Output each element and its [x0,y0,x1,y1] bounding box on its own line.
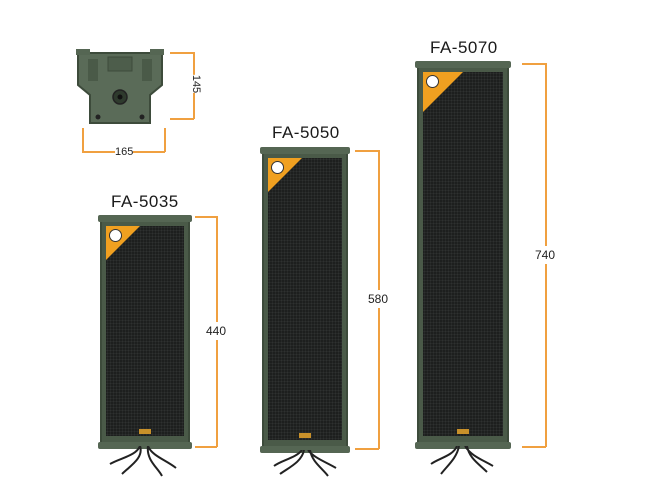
speaker-cable-large [430,446,494,475]
model-badge [139,429,151,434]
speaker-small [98,215,192,449]
speaker-large [415,61,511,449]
height-top-tick-large [522,63,546,65]
height-bottom-tick-small [195,446,217,448]
height-label-medium: 580 [368,290,389,308]
speaker-cable-medium [273,450,337,477]
model-label-small: FA-5035 [111,192,179,211]
bracket-icon [76,49,164,124]
speaker-top-cap [415,61,511,68]
height-label-large: 740 [535,246,556,264]
bracket-width-left-tick [82,128,84,152]
bracket-height-bottom-tick [170,118,194,120]
brand-logo-icon [426,75,439,88]
speaker-grille [268,158,342,440]
bracket-width-label: 165 [115,144,134,160]
speaker-top-cap [98,215,192,222]
height-bottom-tick-large [522,446,546,448]
brand-logo-icon [271,161,284,174]
speaker-top-cap [260,147,350,154]
height-top-tick-medium [355,150,379,152]
model-label-large: FA-5070 [430,38,498,57]
model-badge [299,433,311,438]
bracket-width-right-tick [164,128,166,152]
mounting-bracket [70,45,170,130]
brand-logo-icon [109,229,122,242]
bracket-height-top-tick [170,52,194,54]
height-label-small: 440 [206,322,227,340]
speaker-grille [106,226,184,436]
speaker-bottom-cap [98,442,192,449]
height-top-tick-small [195,216,217,218]
speaker-medium [260,147,350,453]
model-badge [457,429,469,434]
bracket-height-label: 145 [188,74,205,94]
speaker-bottom-cap [260,446,350,453]
height-bottom-tick-medium [355,448,379,450]
speaker-bottom-cap [415,442,511,449]
model-label-medium: FA-5050 [272,123,340,142]
speaker-grille [423,72,503,436]
speaker-cable-small [109,446,177,477]
